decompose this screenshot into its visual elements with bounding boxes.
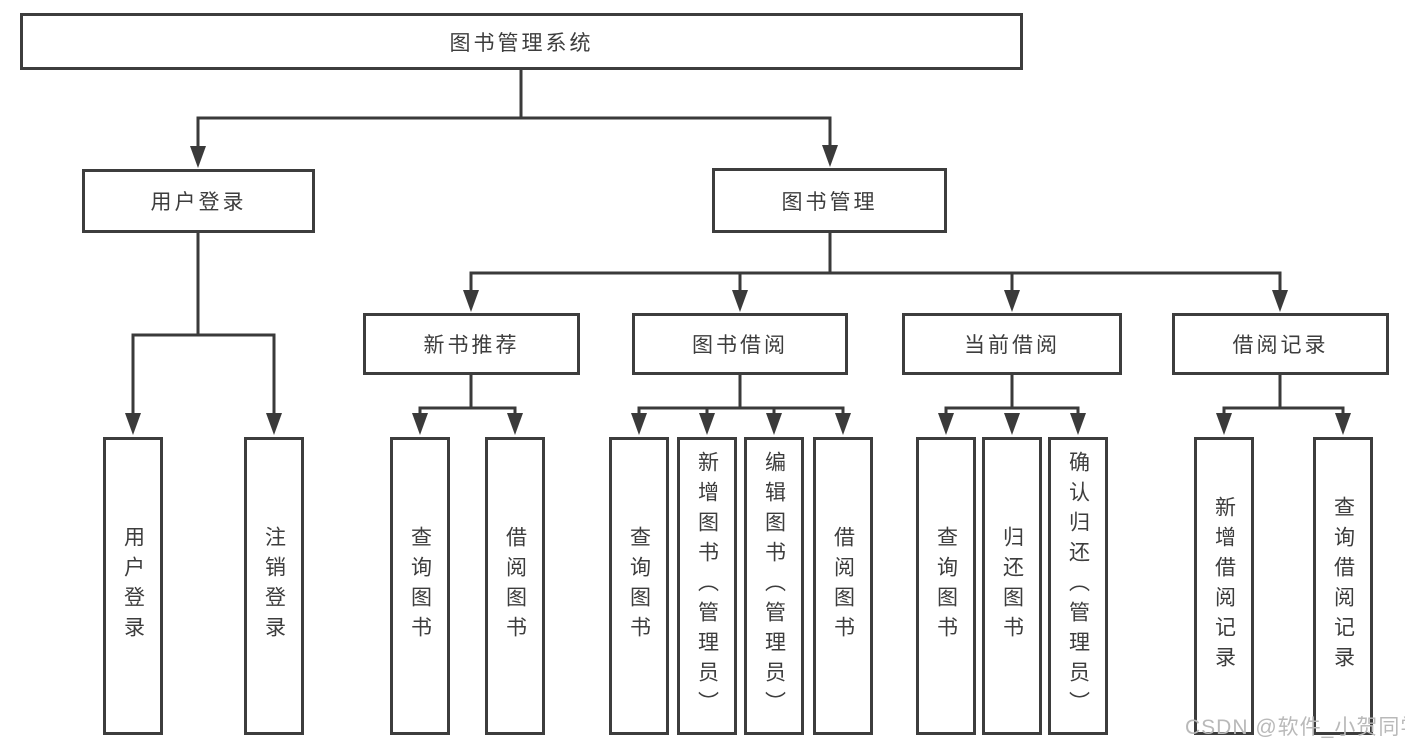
node-user-login-label: 用户登录: [150, 191, 247, 214]
leaf-borrow-books: 借阅图书: [813, 437, 873, 735]
node-borrowing-records: 借阅记录: [1172, 313, 1389, 375]
leaf-query-books-current: 查询图书: [916, 437, 976, 735]
leaf-confirm-return-admin-label: 确认归还（管理员）: [1066, 451, 1090, 721]
node-book-borrowing: 图书借阅: [632, 313, 848, 375]
node-new-book-recommend-label: 新书推荐: [423, 334, 520, 357]
node-root-label: 图书管理系统: [449, 31, 594, 55]
node-current-borrowing: 当前借阅: [902, 313, 1122, 375]
leaf-logout-label: 注销登录: [262, 526, 286, 646]
node-new-book-recommend: 新书推荐: [363, 313, 580, 375]
leaf-edit-books-admin: 编辑图书（管理员）: [744, 437, 804, 735]
leaf-add-books-admin-label: 新增图书（管理员）: [695, 451, 719, 721]
node-root-library-management-system: 图书管理系统: [20, 13, 1023, 70]
leaf-query-books-borrow-label: 查询图书: [627, 526, 651, 646]
leaf-add-borrow-record-label: 新增借阅记录: [1212, 496, 1236, 676]
node-current-borrowing-label: 当前借阅: [964, 334, 1060, 357]
leaf-confirm-return-admin: 确认归还（管理员）: [1048, 437, 1108, 735]
leaf-logout: 注销登录: [244, 437, 304, 735]
node-book-borrowing-label: 图书借阅: [692, 334, 788, 357]
leaf-return-books-label: 归还图书: [1000, 526, 1024, 646]
leaf-user-login: 用户登录: [103, 437, 163, 735]
leaf-query-books-recommend-label: 查询图书: [408, 526, 432, 646]
node-user-login: 用户登录: [82, 169, 315, 233]
leaf-query-borrow-record: 查询借阅记录: [1313, 437, 1373, 735]
csdn-watermark: CSDN @软件_小贺同学: [1185, 716, 1405, 739]
leaf-edit-books-admin-label: 编辑图书（管理员）: [762, 451, 786, 721]
leaf-query-books-recommend: 查询图书: [390, 437, 450, 735]
leaf-query-books-current-label: 查询图书: [934, 526, 958, 646]
leaf-user-login-label: 用户登录: [121, 526, 145, 646]
leaf-query-borrow-record-label: 查询借阅记录: [1331, 496, 1355, 676]
leaf-borrow-books-recommend-label: 借阅图书: [503, 526, 527, 646]
node-borrowing-records-label: 借阅记录: [1232, 334, 1329, 357]
node-book-management-label: 图书管理: [781, 190, 878, 214]
leaf-query-books-borrow: 查询图书: [609, 437, 669, 735]
leaf-borrow-books-label: 借阅图书: [831, 526, 855, 646]
leaf-add-borrow-record: 新增借阅记录: [1194, 437, 1254, 735]
leaf-return-books: 归还图书: [982, 437, 1042, 735]
node-book-management: 图书管理: [712, 168, 947, 233]
leaf-borrow-books-recommend: 借阅图书: [485, 437, 545, 735]
leaf-add-books-admin: 新增图书（管理员）: [677, 437, 737, 735]
